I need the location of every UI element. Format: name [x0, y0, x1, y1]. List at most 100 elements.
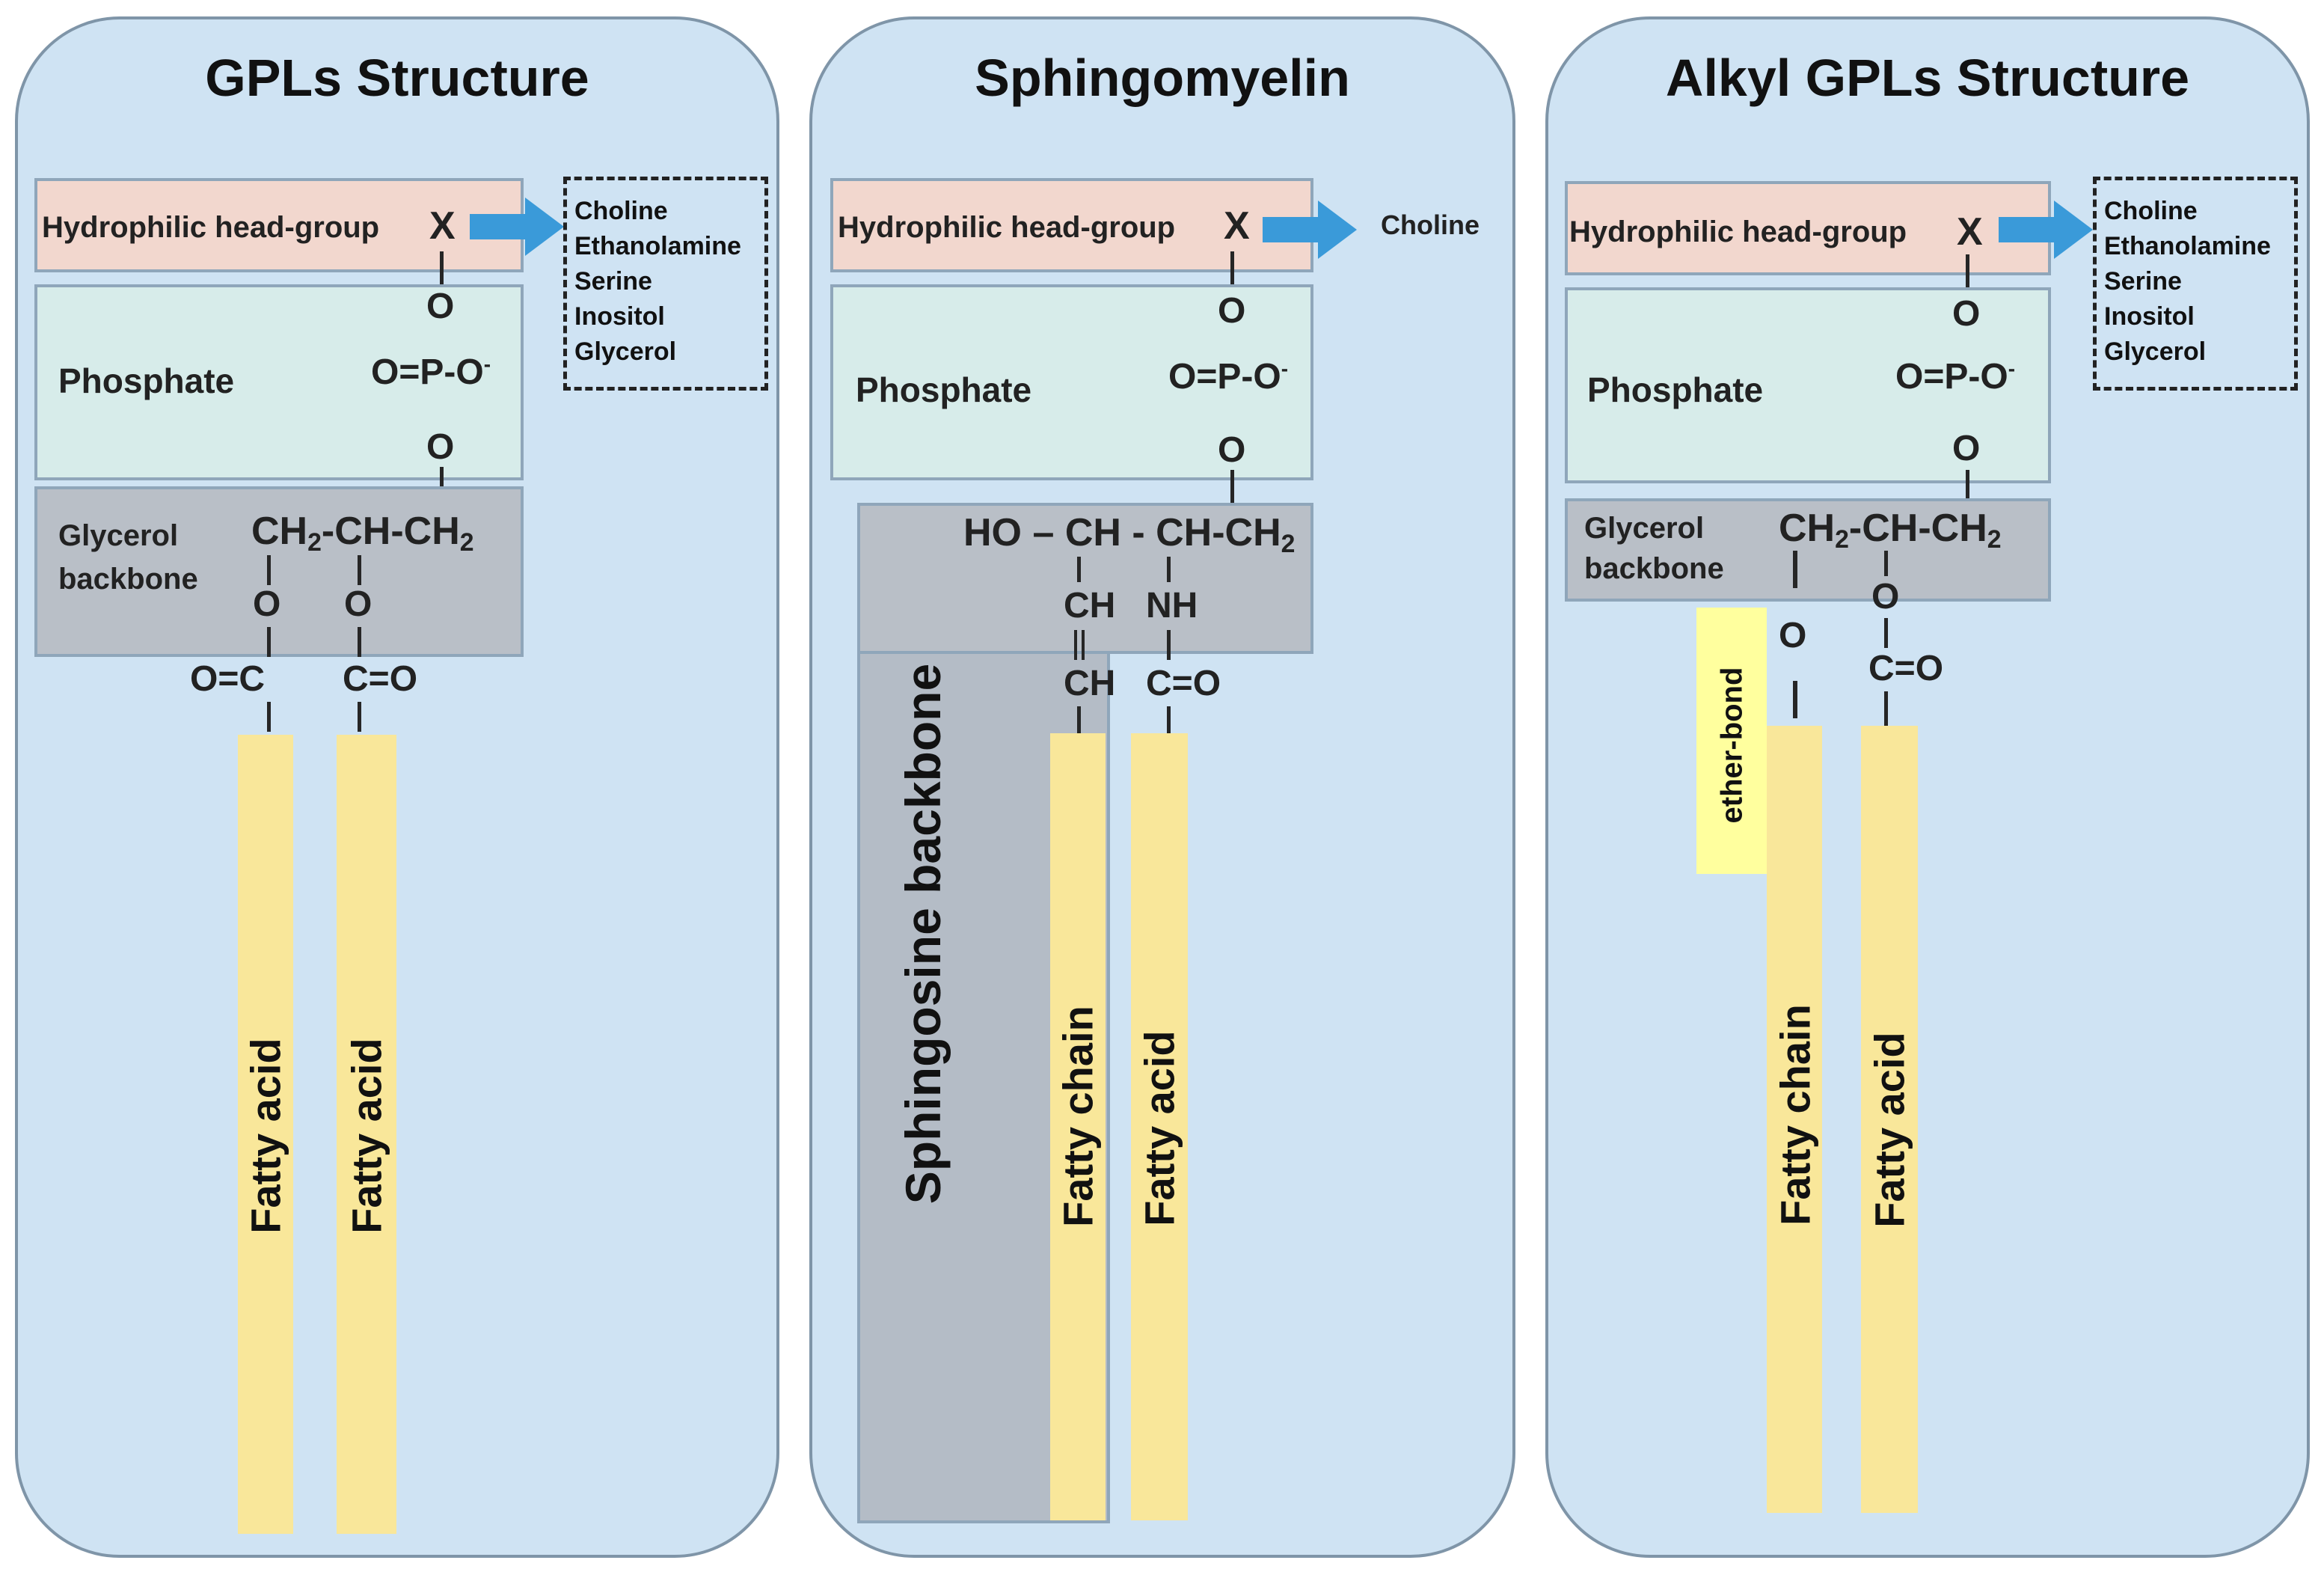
- alkyl-option: Inositol: [2104, 302, 2195, 331]
- gpl-option: Inositol: [574, 302, 665, 331]
- alkyl-option: Serine: [2104, 267, 2182, 296]
- alkyl-fatty-acid: [1861, 726, 1918, 1513]
- sm-arrow-icon: [1263, 201, 1357, 259]
- sm-ho-line: HO – CH - CH-CH2: [963, 511, 1296, 559]
- alkyl-co-right: C=O: [1868, 649, 1944, 688]
- alkyl-phosphate-band: [1565, 287, 2051, 483]
- sm-x: X: [1224, 204, 1250, 248]
- sm-title: Sphingomyelin: [975, 49, 1350, 107]
- alkyl-fatty-acid-label: Fatty acid: [1865, 1032, 1913, 1228]
- gpl-o-bottom: O: [426, 427, 455, 467]
- sm-double-bond: [1074, 630, 1077, 660]
- gpl-option: Serine: [574, 267, 652, 296]
- alkyl-head-label: Hydrophilic head-group: [1569, 215, 1907, 248]
- alkyl-title: Alkyl GPLs Structure: [1665, 49, 2190, 107]
- gpl-glycerol-label-2: backbone: [58, 563, 198, 596]
- alkyl-option: Glycerol: [2104, 337, 2207, 366]
- gpl-bond: [358, 555, 361, 585]
- alkyl-o-bottom: O: [1952, 429, 1981, 468]
- alkyl-glycerol-label-1: Glycerol: [1584, 512, 1705, 545]
- sm-headgroup-option: Choline: [1381, 210, 1480, 240]
- alkyl-x: X: [1957, 210, 1983, 254]
- sm-double-bond: [1082, 630, 1085, 660]
- sm-fatty-chain: [1050, 733, 1106, 1520]
- gpl-fatty-acid-2: [337, 735, 396, 1534]
- alkyl-o-right: O: [1871, 577, 1900, 617]
- sm-co: C=O: [1146, 664, 1221, 703]
- gpl-title: GPLs Structure: [205, 49, 589, 107]
- gpl-o-left: O: [253, 584, 281, 624]
- sm-bond: [1230, 251, 1234, 284]
- alkyl-option: Ethanolamine: [2104, 232, 2271, 260]
- alkyl-bond: [1966, 470, 1969, 498]
- gpl-x: X: [429, 204, 456, 248]
- gpl-bond: [358, 627, 361, 657]
- alkyl-glycerol-chain: CH2-CH-CH2: [1779, 507, 2002, 554]
- sm-head-label: Hydrophilic head-group: [838, 211, 1176, 244]
- sm-fatty-acid: [1131, 733, 1188, 1520]
- alkyl-ether-bond-line: [1793, 681, 1797, 718]
- sm-ch-b: CH: [1064, 664, 1116, 703]
- gpl-co-left: O=C: [190, 659, 266, 699]
- alkyl-phosphate-label: Phosphate: [1587, 370, 1764, 409]
- sm-phosphate-band: [830, 284, 1313, 480]
- alkyl-o-top: O: [1952, 294, 1981, 334]
- gpl-fatty-acid-2-label: Fatty acid: [343, 1038, 390, 1234]
- alkyl-bond: [1966, 254, 1969, 287]
- sm-backbone-band: [857, 503, 1313, 654]
- gpl-bond: [440, 251, 444, 284]
- sm-o-bottom: O: [1218, 430, 1246, 470]
- alkyl-bond: [1884, 551, 1888, 576]
- sm-o-top: O: [1218, 291, 1246, 331]
- alkyl-arrow-icon: [1999, 201, 2093, 259]
- gpl-glycerol-band: [34, 486, 524, 657]
- gpl-bond: [267, 627, 271, 657]
- gpl-p-line: O=P-O-: [371, 352, 491, 392]
- alkyl-fatty-chain: [1767, 726, 1822, 1513]
- gpl-co-right: C=O: [343, 659, 418, 699]
- sm-fatty-acid-label: Fatty acid: [1135, 1030, 1183, 1226]
- sm-bond: [1167, 630, 1171, 660]
- gpl-headgroup-options: Choline Ethanolamine Serine Inositol Gly…: [563, 177, 768, 391]
- gpl-phosphate-label: Phosphate: [58, 361, 235, 400]
- sm-sphingosine-label: Sphingosine backbone: [895, 663, 951, 1205]
- alkyl-fatty-chain-label: Fatty chain: [1771, 1004, 1819, 1226]
- gpl-phosphate-band: [34, 284, 524, 480]
- alkyl-glycerol-band: [1565, 498, 2051, 602]
- alkyl-glycerol-label-2: backbone: [1584, 552, 1724, 585]
- sm-phosphate-label: Phosphate: [856, 370, 1032, 409]
- alkyl-ether-bond-tag: [1696, 608, 1767, 874]
- sm-ch-a: CH: [1064, 586, 1116, 626]
- sm-bond: [1230, 470, 1234, 504]
- gpl-fatty-acid-1-label: Fatty acid: [242, 1038, 289, 1234]
- gpl-option: Choline: [574, 197, 668, 225]
- gpl-fatty-acid-1: [238, 735, 293, 1534]
- sm-bond: [1077, 706, 1081, 733]
- gpl-option: Ethanolamine: [574, 232, 741, 260]
- alkyl-o-left: O: [1779, 616, 1807, 655]
- gpl-head-label: Hydrophilic head-group: [42, 211, 380, 244]
- sm-bond: [1167, 557, 1171, 582]
- gpl-o-top: O: [426, 287, 455, 326]
- gpl-glycerol-label-1: Glycerol: [58, 519, 179, 552]
- alkyl-p-line: O=P-O-: [1895, 357, 2016, 397]
- alkyl-ether-label: ether-bond: [1715, 667, 1749, 824]
- gpl-bond: [440, 467, 444, 501]
- sm-nh: NH: [1146, 586, 1198, 626]
- sm-bond: [1167, 706, 1171, 733]
- alkyl-ether-bond-line: [1793, 551, 1797, 588]
- sm-p-line: O=P-O-: [1168, 357, 1289, 397]
- gpl-option: Glycerol: [574, 337, 677, 366]
- alkyl-option: Choline: [2104, 197, 2198, 225]
- sm-fatty-chain-label: Fatty chain: [1054, 1006, 1102, 1227]
- gpl-glycerol-chain: CH2-CH-CH2: [251, 510, 474, 557]
- gpl-bond: [358, 702, 361, 732]
- alkyl-bond: [1884, 691, 1888, 729]
- alkyl-bond: [1884, 618, 1888, 648]
- sm-bond: [1077, 557, 1081, 582]
- alkyl-headgroup-options: Choline Ethanolamine Serine Inositol Gly…: [2093, 177, 2298, 391]
- gpl-bond: [267, 555, 271, 585]
- gpl-bond: [267, 702, 271, 732]
- gpl-o-right: O: [344, 584, 372, 624]
- gpl-arrow-icon: [470, 198, 564, 256]
